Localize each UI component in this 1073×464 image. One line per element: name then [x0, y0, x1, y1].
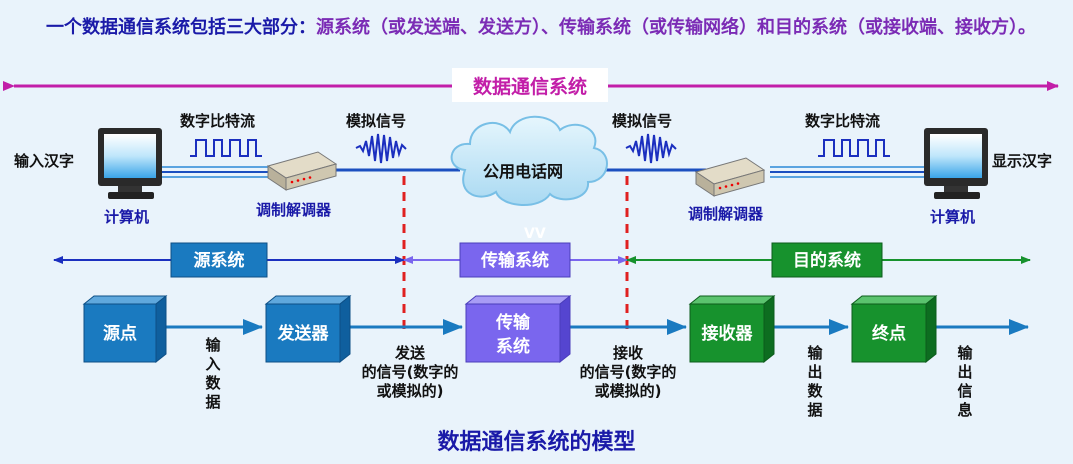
intro-text: 一个数据通信系统包括三大部分：源系统（或发送端、发送方）、传输系统（或传输网络）…	[46, 14, 1046, 42]
computer-left-label: 计算机	[104, 208, 150, 226]
modem-left-icon	[266, 151, 338, 191]
analog-wave-right-icon	[625, 133, 677, 164]
computer-left-icon	[98, 128, 162, 199]
transmission-system-box	[459, 242, 571, 278]
source-point-block	[82, 294, 168, 364]
output-info-label: 输出信息	[957, 344, 973, 419]
send-signal-line-2: 的信号(数字的	[361, 363, 459, 381]
receiver-label: 接收器	[702, 323, 754, 344]
diagram-title: 数据通信系统的模型	[437, 430, 636, 455]
banner-bg	[452, 68, 608, 102]
recv-signal-line-2: 的信号(数字的	[579, 363, 677, 381]
modem-left-label: 调制解调器	[256, 201, 332, 219]
intro-prefix: 一个数据通信系统包括三大部分：	[46, 17, 316, 38]
vv-mark: VV	[524, 226, 546, 242]
sender-label: 发送器	[277, 323, 330, 344]
destination-system-label: 目的系统	[793, 250, 861, 271]
end-point-label: 终点	[872, 323, 906, 344]
recv-signal-line-3: 或模拟的)	[594, 382, 662, 400]
display-hanzi-label: 显示汉字	[992, 152, 1053, 170]
digital-bitstream-left-icon	[190, 139, 262, 157]
transmission-block-label-2: 系统	[496, 336, 530, 357]
input-hanzi-label: 输入汉字	[14, 152, 75, 170]
modem-right-label: 调制解调器	[688, 205, 764, 223]
end-point-block	[850, 294, 938, 364]
digital-bits-left-label: 数字比特流	[180, 112, 256, 130]
source-system-box	[170, 242, 268, 278]
banner-title: 数据通信系统	[472, 76, 587, 98]
transmission-block	[464, 294, 572, 364]
send-signal-label: 发送 的信号(数字的 或模拟的)	[350, 344, 470, 401]
send-signal-line-1: 发送	[394, 344, 425, 362]
analog-right-label: 模拟信号	[612, 112, 673, 130]
transmission-block-label-1: 传输	[495, 312, 531, 333]
recv-signal-line-1: 接收	[612, 344, 643, 362]
output-data-label: 输出数据	[807, 344, 823, 419]
intro-highlight: 源系统（或发送端、发送方）、传输系统（或传输网络）和目的系统（或接收端、接收方）…	[316, 17, 1036, 38]
send-signal-line-3: 或模拟的)	[376, 382, 444, 400]
public-network-cloud-icon	[450, 115, 608, 207]
source-point-label: 源点	[103, 323, 137, 344]
digital-bits-right-label: 数字比特流	[805, 112, 881, 130]
analog-left-label: 模拟信号	[346, 112, 407, 130]
input-data-label: 输入数据	[205, 336, 221, 411]
network-cloud-label: 公用电话网	[482, 162, 563, 181]
modem-right-icon	[694, 157, 766, 197]
analog-wave-left-icon	[355, 133, 407, 164]
recv-signal-label: 接收 的信号(数字的 或模拟的)	[568, 344, 688, 401]
digital-bitstream-right-icon	[818, 139, 890, 157]
destination-system-box	[771, 242, 883, 278]
source-system-label: 源系统	[194, 250, 245, 271]
connection-lines	[160, 166, 925, 178]
receiver-block	[688, 294, 776, 364]
computer-right-icon	[924, 128, 988, 199]
sender-block	[264, 294, 352, 364]
transmission-system-label: 传输系统	[480, 250, 549, 271]
computer-right-label: 计算机	[930, 208, 976, 226]
